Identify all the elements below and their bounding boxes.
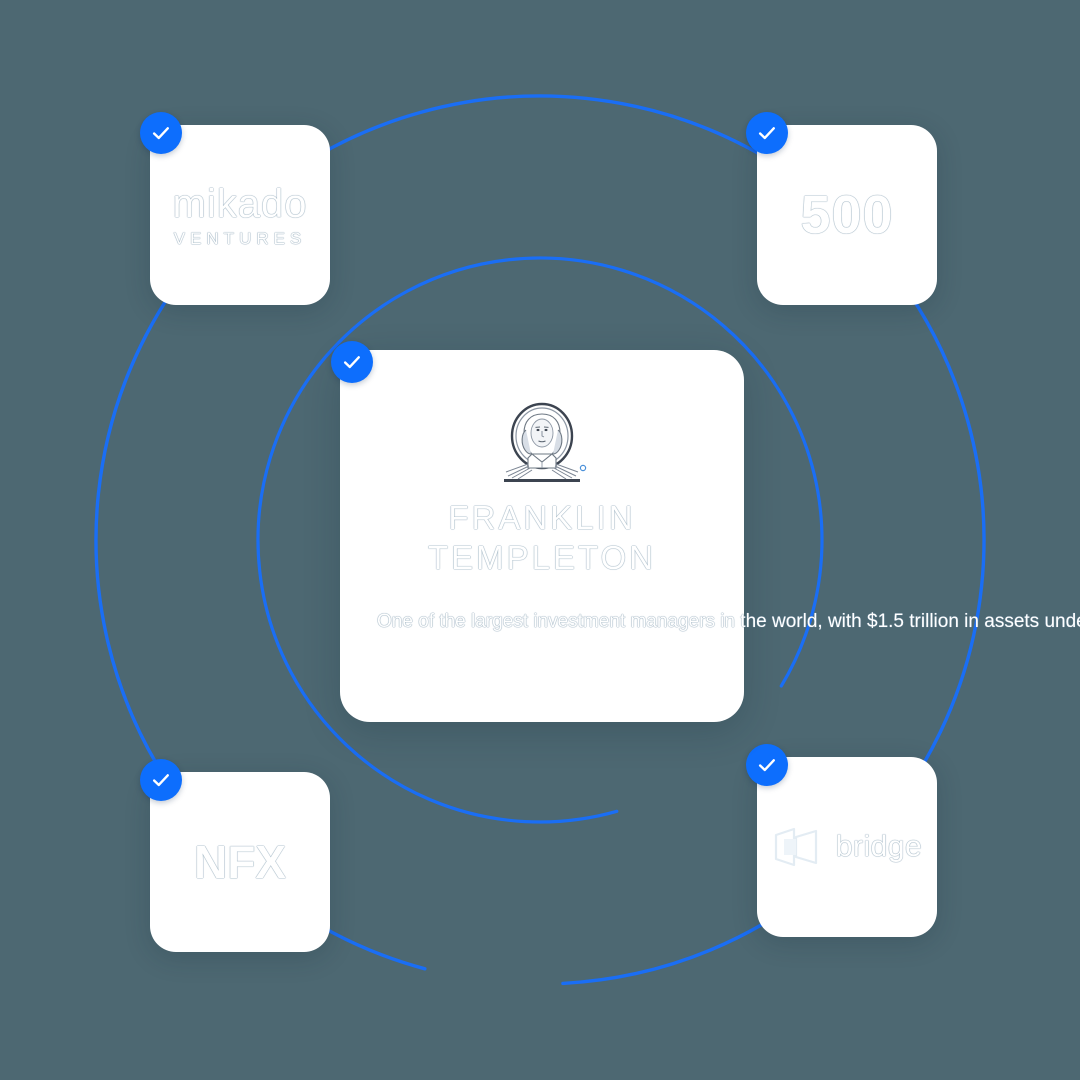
- check-icon: [152, 127, 169, 140]
- company-name-line-2: TEMPLETON: [427, 539, 657, 577]
- logo-500-global: 500: [757, 125, 937, 305]
- logo-nfx: NFX: [150, 772, 330, 952]
- logo-card-bridge[interactable]: bridge: [757, 757, 937, 937]
- logo-card-500-global[interactable]: 500: [757, 125, 937, 305]
- check-icon: [152, 774, 169, 787]
- logo-text-500: 500: [800, 185, 894, 245]
- company-description: One of the largest investment managers i…: [377, 610, 1080, 632]
- logo-text-mikado: mikado: [172, 181, 308, 226]
- check-icon: [758, 759, 775, 772]
- bridge-cube-icon: [774, 827, 817, 867]
- check-icon: [758, 127, 775, 140]
- verified-badge-nfx: [140, 759, 182, 801]
- logo-mikado-ventures: mikado VENTURES: [150, 125, 330, 305]
- logo-card-mikado-ventures[interactable]: mikado VENTURES: [150, 125, 330, 305]
- franklin-portrait-icon: [504, 402, 587, 482]
- logo-subtext-ventures: VENTURES: [173, 228, 307, 248]
- company-name-line-1: FRANKLIN: [448, 499, 636, 536]
- verified-badge-franklin-templeton: [331, 341, 373, 383]
- logo-text-bridge: bridge: [835, 830, 923, 863]
- logo-bridge: bridge: [757, 757, 937, 937]
- company-card-content: FRANKLIN TEMPLETON One of the largest in…: [340, 350, 1080, 722]
- verified-badge-bridge: [746, 744, 788, 786]
- company-name: FRANKLIN TEMPLETON: [428, 498, 656, 579]
- verified-badge-500-global: [746, 112, 788, 154]
- logo-text-nfx: NFX: [194, 836, 286, 888]
- logo-card-nfx[interactable]: NFX: [150, 772, 330, 952]
- verified-badge-mikado-ventures: [140, 112, 182, 154]
- check-icon: [343, 356, 360, 369]
- company-card-franklin-templeton[interactable]: FRANKLIN TEMPLETON One of the largest in…: [340, 350, 1080, 722]
